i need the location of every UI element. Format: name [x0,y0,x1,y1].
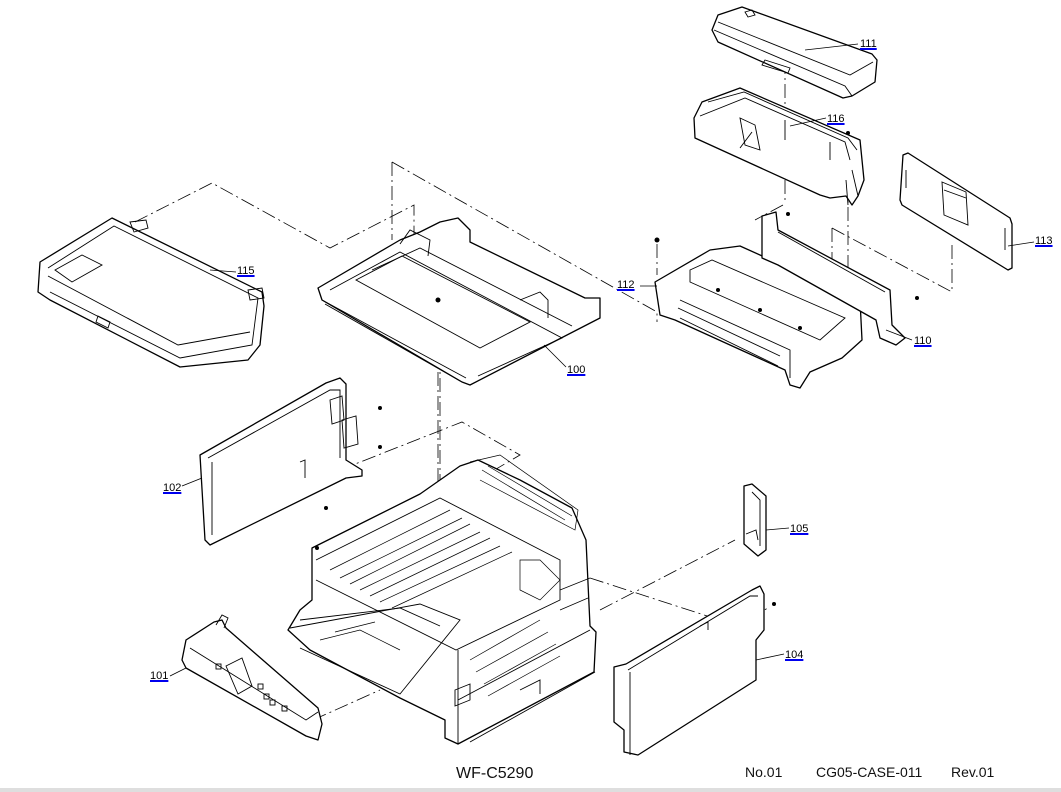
part-105-bracket [743,483,767,557]
revision: Rev.01 [951,764,995,780]
bottom-scroll-strip [0,788,1061,792]
part-100-scanner-frame [317,217,601,386]
document-id: CG05-CASE-011 [816,764,923,780]
part-label-112[interactable]: 112 [617,279,635,291]
leader-lines [169,43,1035,677]
sheet-number: No.01 [745,764,783,780]
part-label-102[interactable]: 102 [163,482,182,494]
part-label-116[interactable]: 116 [827,113,845,125]
part-label-100[interactable]: 100 [567,364,586,376]
part-113-rear-panel [899,152,1013,271]
part-label-110[interactable]: 110 [914,335,932,347]
model-name: WF-C5290 [456,765,534,782]
part-label-101[interactable]: 101 [150,670,169,682]
part-104-right-side-cover [613,585,776,756]
part-111-top-cover [711,6,878,99]
part-115-document-cover [37,217,265,368]
part-label-113[interactable]: 113 [1035,235,1053,247]
part-102-left-side-cover [199,377,382,546]
part-label-105[interactable]: 105 [790,523,809,535]
part-label-104[interactable]: 104 [785,649,804,661]
part-label-111[interactable]: 111 [860,38,877,50]
part-101-control-panel [181,614,323,741]
part-116-upper-rear-housing [693,87,865,206]
part-110-rear-housing-base [654,131,919,389]
main-printer-body [287,454,597,745]
part-label-115[interactable]: 115 [237,265,255,277]
